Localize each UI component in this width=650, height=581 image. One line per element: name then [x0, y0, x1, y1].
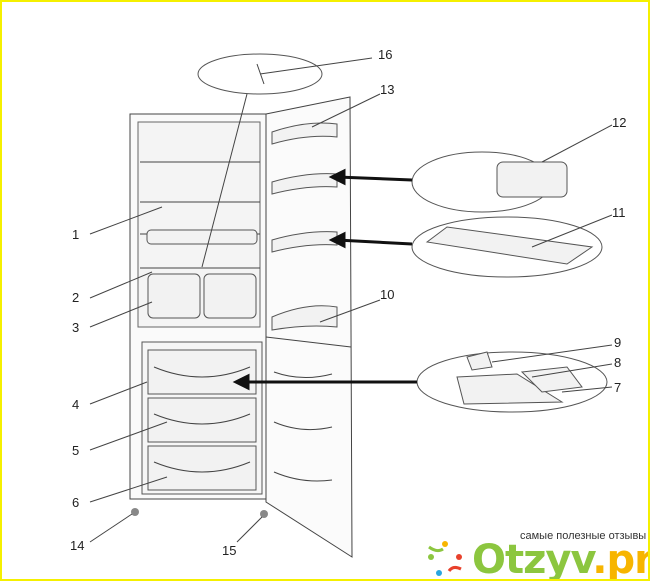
watermark-brand-main: Otzyv [472, 537, 593, 581]
fridge-door [260, 96, 353, 558]
label-8: 8 [614, 355, 621, 370]
label-7: 7 [614, 380, 621, 395]
watermark-tagline: самые полезные отзывы [520, 530, 647, 542]
label-13: 13 [380, 82, 394, 97]
watermark-brand: Otzyv.pro [472, 537, 648, 581]
label-11: 11 [612, 205, 626, 220]
label-15: 15 [222, 543, 236, 558]
label-5: 5 [72, 443, 79, 458]
watermark-brand-suffix: .pro [592, 537, 648, 581]
label-9: 9 [614, 335, 621, 350]
fridge-body [129, 113, 267, 516]
label-2: 2 [72, 290, 79, 305]
label-6: 6 [72, 495, 79, 510]
label-3: 3 [72, 320, 79, 335]
label-14: 14 [70, 538, 84, 553]
watermark-logo-icon [428, 541, 462, 576]
label-4: 4 [72, 397, 79, 412]
label-10: 10 [380, 287, 394, 302]
label-12: 12 [612, 115, 626, 130]
label-1: 1 [72, 227, 79, 242]
label-16: 16 [378, 47, 392, 62]
